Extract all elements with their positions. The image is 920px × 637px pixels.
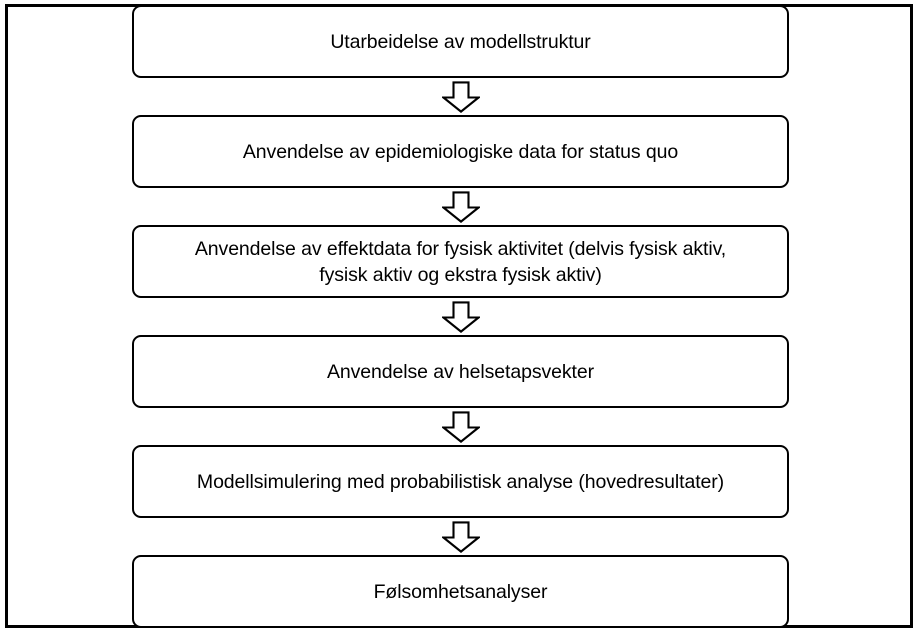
flow-node-2-label: Anvendelse av epidemiologiske data for s… xyxy=(242,140,679,163)
arrow-down-block-icon xyxy=(441,520,480,553)
arrow-down-block-icon xyxy=(441,300,480,333)
flow-connector-4 xyxy=(132,408,789,445)
flow-connector-2 xyxy=(132,188,789,225)
flow-connector-1 xyxy=(132,78,789,115)
flow-node-5-label: Modellsimulering med probabilistisk anal… xyxy=(196,470,725,493)
flow-node-1[interactable]: Utarbeidelse av modellstruktur xyxy=(132,5,789,78)
flow-step-2: Anvendelse av epidemiologiske data for s… xyxy=(132,115,789,188)
flow-node-4-label: Anvendelse av helsetapsvekter xyxy=(326,360,594,383)
flowchart: Utarbeidelse av modellstruktur Anvendels… xyxy=(132,5,789,628)
arrow-down-block-icon xyxy=(441,410,480,443)
flow-connector-3 xyxy=(132,298,789,335)
flow-step-6: Følsomhetsanalyser xyxy=(132,555,789,628)
flow-node-2[interactable]: Anvendelse av epidemiologiske data for s… xyxy=(132,115,789,188)
flow-step-1: Utarbeidelse av modellstruktur xyxy=(132,5,789,78)
flow-node-6-label: Følsomhetsanalyser xyxy=(373,580,548,603)
flow-node-3[interactable]: Anvendelse av effektdata for fysisk akti… xyxy=(132,225,789,298)
flow-step-3: Anvendelse av effektdata for fysisk akti… xyxy=(132,225,789,298)
flow-step-5: Modellsimulering med probabilistisk anal… xyxy=(132,445,789,518)
flow-node-4[interactable]: Anvendelse av helsetapsvekter xyxy=(132,335,789,408)
flow-node-3-label: Anvendelse av effektdata for fysisk akti… xyxy=(194,237,727,286)
arrow-down-block-icon xyxy=(441,190,480,223)
arrow-down-block-icon xyxy=(441,80,480,113)
flow-node-1-label: Utarbeidelse av modellstruktur xyxy=(330,30,591,53)
flow-node-5[interactable]: Modellsimulering med probabilistisk anal… xyxy=(132,445,789,518)
flow-node-6[interactable]: Følsomhetsanalyser xyxy=(132,555,789,628)
flow-connector-5 xyxy=(132,518,789,555)
flow-step-4: Anvendelse av helsetapsvekter xyxy=(132,335,789,408)
